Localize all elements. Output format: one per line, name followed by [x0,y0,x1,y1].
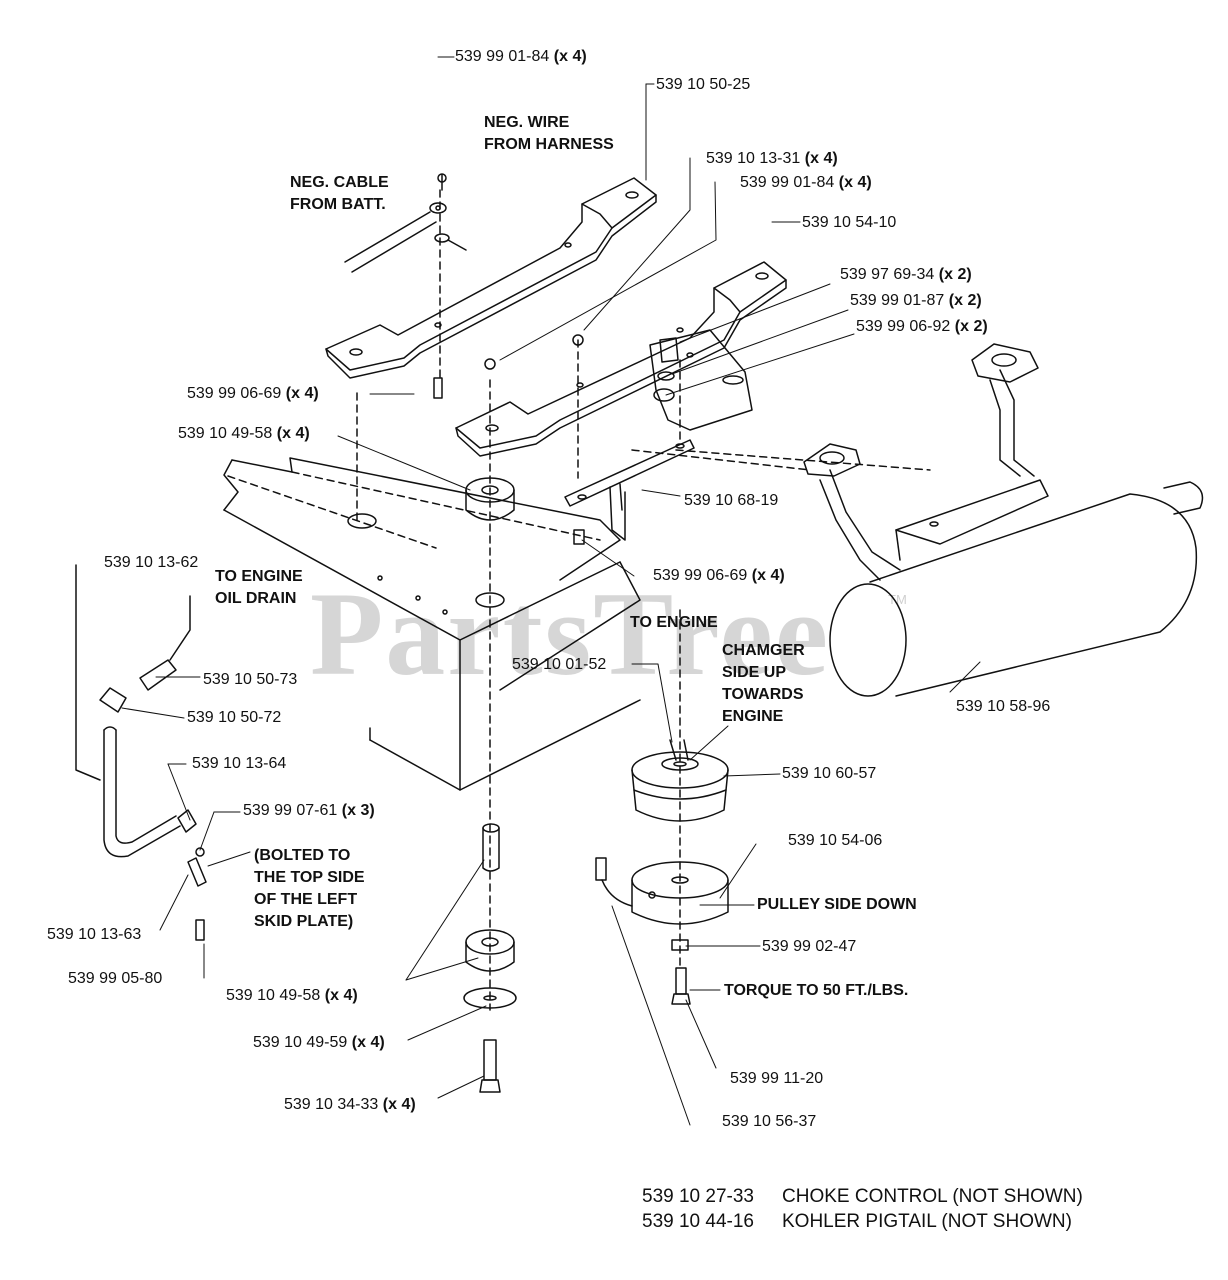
label-539-99-11-20: 539 99 11-20 [730,1070,824,1087]
muffler-bracket [649,329,753,431]
label-539-97-69-34: 539 97 69-34 (x 2) [840,266,972,283]
label-539-99-06-69-a: 539 99 06-69 (x 4) [187,385,319,402]
label-539-10-34-33: 539 10 34-33 (x 4) [284,1096,416,1113]
note-to-engine: TO ENGINE [630,614,718,631]
label-539-10-01-52: 539 10 01-52 [512,656,607,673]
label-539-99-05-80: 539 99 05-80 [68,970,163,987]
electric-clutch [595,857,729,1005]
label-539-10-58-96: 539 10 58-96 [956,698,1051,715]
label-539-99-01-84-top: 539 99 01-84 (x 4) [455,48,587,65]
label-539-10-60-57: 539 10 60-57 [782,765,877,782]
note-pulley-side-down: PULLEY SIDE DOWN [757,896,917,913]
left-engine-bracket [325,177,657,379]
label-539-99-01-87: 539 99 01-87 (x 2) [850,292,982,309]
label-539-99-01-84-b: 539 99 01-84 (x 4) [740,174,872,191]
label-539-10-50-73: 539 10 50-73 [203,671,298,688]
right-engine-bracket [455,261,787,457]
label-539-10-49-58-b: 539 10 49-58 (x 4) [226,987,358,1004]
label-539-10-13-63: 539 10 13-63 [47,926,142,943]
lower-mount-stack [463,823,517,1093]
label-539-10-13-62: 539 10 13-62 [104,554,199,571]
label-539-10-50-72: 539 10 50-72 [187,709,282,726]
label-539-10-49-59: 539 10 49-59 (x 4) [253,1034,385,1051]
label-539-10-54-06: 539 10 54-06 [788,832,883,849]
label-539-99-06-69-b: 539 99 06-69 (x 4) [653,567,785,584]
pto-pulley [631,739,729,822]
label-539-10-13-31: 539 10 13-31 (x 4) [706,150,838,167]
mount-hardware [433,334,679,545]
label-539-10-54-10: 539 10 54-10 [802,214,897,231]
center-lines [356,189,931,1011]
watermark-tm: TM [888,592,907,607]
note-torque: TORQUE TO 50 FT./LBS. [724,982,909,999]
engine-deck [223,457,641,791]
label-539-99-06-92: 539 99 06-92 (x 2) [856,318,988,335]
upper-isolator [465,477,515,521]
label-539-10-50-25: 539 10 50-25 [656,76,751,93]
label-539-99-02-47: 539 99 02-47 [762,938,857,955]
leader-lines [121,56,981,1126]
label-539-10-49-58-a: 539 10 49-58 (x 4) [178,425,310,442]
label-539-99-07-61: 539 99 07-61 (x 3) [243,802,375,819]
watermark: PartsTree [310,567,830,700]
oil-drain-hose [75,564,207,941]
label-539-10-13-64: 539 10 13-64 [192,755,287,772]
label-539-10-56-37: 539 10 56-37 [722,1113,817,1130]
label-539-10-68-19: 539 10 68-19 [684,492,779,509]
muffler [803,343,1204,697]
negative-battery-cable [344,173,467,273]
muffler-strap [564,439,695,541]
